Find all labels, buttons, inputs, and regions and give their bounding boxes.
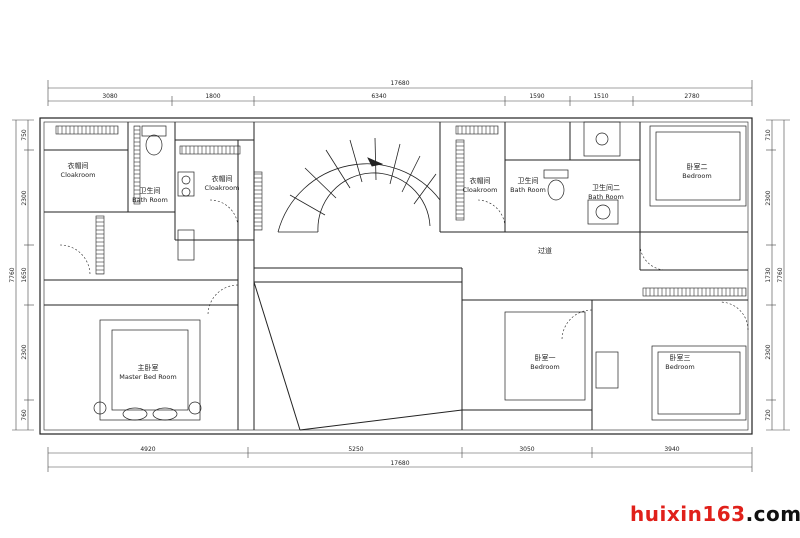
door-swings xyxy=(59,199,749,341)
right-dim-2: 2300 xyxy=(765,190,772,205)
room-corridor-cn: 过道 xyxy=(538,246,552,255)
top-dim-5: 1510 xyxy=(593,93,608,100)
open-void xyxy=(253,281,463,431)
room-bedroom-1-cn: 卧室一 xyxy=(535,353,556,362)
watermark-main: huixin163 xyxy=(630,502,746,526)
bath-fixtures xyxy=(141,121,621,261)
room-bath-1-en: Bath Room xyxy=(132,196,168,204)
right-dimension-lines xyxy=(766,119,790,431)
top-dim-2: 1800 xyxy=(205,93,220,100)
room-master-bedroom-cn: 主卧室 xyxy=(138,363,159,372)
watermark-suffix: .com xyxy=(745,502,800,526)
overall-dim-top: 17680 xyxy=(390,80,409,87)
room-master-bedroom-en: Master Bed Room xyxy=(119,373,176,381)
room-bath-3-en: Bath Room xyxy=(588,193,624,201)
left-dim-1: 750 xyxy=(21,129,28,141)
top-dimension-lines xyxy=(47,80,753,106)
right-dim-3: 1730 xyxy=(765,267,772,282)
top-dim-3: 6340 xyxy=(371,93,386,100)
right-dim-5: 720 xyxy=(765,409,772,421)
outer-walls xyxy=(39,117,753,435)
right-dim-1: 710 xyxy=(765,129,772,141)
room-bedroom-1-en: Bedroom xyxy=(530,363,559,371)
beds xyxy=(93,125,747,421)
bottom-dim-3: 3050 xyxy=(519,446,534,453)
room-cloakroom-2-cn: 衣帽间 xyxy=(212,174,233,183)
overall-dim-bottom: 17680 xyxy=(390,460,409,467)
left-dim-3: 1650 xyxy=(21,267,28,282)
room-bath-1-cn: 卫生间 xyxy=(140,186,161,195)
closet-rods xyxy=(55,125,747,297)
spiral-staircase xyxy=(277,137,441,233)
watermark-logo: huixin163.com xyxy=(630,502,800,526)
left-total: 7760 xyxy=(9,267,16,282)
room-cloakroom-1-cn: 衣帽间 xyxy=(68,161,89,170)
room-bedroom-3-en: Bedroom xyxy=(665,363,694,371)
left-dim-2: 2300 xyxy=(21,190,28,205)
room-cloakroom-1-en: Cloakroom xyxy=(61,171,96,179)
top-dim-4: 1590 xyxy=(529,93,544,100)
room-bedroom-3-cn: 卧室三 xyxy=(670,353,691,362)
bottom-dim-4: 3940 xyxy=(664,446,679,453)
left-dim-5: 760 xyxy=(21,409,28,421)
top-dim-1: 3080 xyxy=(102,93,117,100)
room-cloakroom-2-en: Cloakroom xyxy=(205,184,240,192)
left-dim-4: 2300 xyxy=(21,344,28,359)
right-dim-4: 2300 xyxy=(765,344,772,359)
right-total: 7760 xyxy=(777,267,784,282)
bottom-dim-2: 5250 xyxy=(348,446,363,453)
left-dimension-lines xyxy=(12,119,34,431)
top-dim-6: 2780 xyxy=(684,93,699,100)
room-bedroom-2-en: Bedroom xyxy=(682,172,711,180)
room-bath-2-en: Bath Room xyxy=(510,186,546,194)
bottom-dimension-lines xyxy=(47,447,753,472)
interior-walls xyxy=(44,122,748,430)
room-bath-3-cn: 卫生间二 xyxy=(592,183,620,192)
bottom-dim-1: 4920 xyxy=(140,446,155,453)
room-bath-2-cn: 卫生间 xyxy=(518,176,539,185)
room-bedroom-2-cn: 卧室二 xyxy=(687,162,708,171)
room-cloakroom-3-cn: 衣帽间 xyxy=(470,176,491,185)
room-cloakroom-3-en: Cloakroom xyxy=(463,186,498,194)
